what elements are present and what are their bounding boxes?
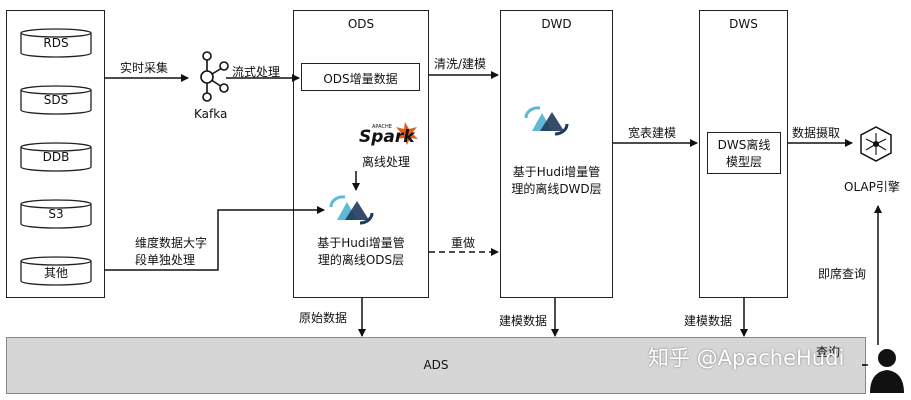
- dwd-hudi-label-1: 基于Hudi增量管: [512, 165, 601, 179]
- source-db: 其他: [20, 256, 92, 286]
- model-dwd-label: 建模数据: [499, 314, 548, 328]
- ods-hudi-label-2: 理的离线ODS层: [317, 253, 405, 267]
- ods-title: ODS: [347, 17, 375, 31]
- dimension-label-2: 段单独处理: [135, 253, 196, 267]
- database-icon: [20, 199, 92, 229]
- dws-box-label-2: 模型层: [725, 155, 762, 169]
- wide-label: 宽表建模: [628, 126, 677, 140]
- ads-layer: ADS: [6, 337, 866, 394]
- source-db: SDS: [20, 85, 92, 115]
- user-icon: [870, 349, 904, 393]
- stream-label: 流式处理: [232, 65, 281, 79]
- database-icon: [20, 256, 92, 286]
- model-dws-label: 建模数据: [684, 314, 733, 328]
- hudi-icon: [329, 195, 374, 225]
- database-icon: [20, 28, 92, 58]
- ods-hudi-label-1: 基于Hudi增量管: [317, 236, 405, 250]
- source-label: DDB: [42, 150, 70, 164]
- ods-incremental-box: [301, 63, 420, 91]
- query-label: 查询: [816, 345, 841, 359]
- dwd-layer: [500, 10, 613, 298]
- hudi-icon: [524, 106, 569, 136]
- ods-incremental-label: ODS增量数据: [323, 72, 398, 86]
- redo-label: 重做: [451, 236, 476, 250]
- ods-layer: [293, 10, 429, 298]
- spark-logo-text: Spark: [359, 127, 415, 147]
- olap-engine-icon: [860, 126, 892, 162]
- source-label: 其他: [43, 266, 68, 280]
- dimension-label-1: 维度数据大字: [135, 236, 208, 250]
- offline-label: 离线处理: [362, 155, 411, 169]
- source-label: RDS: [43, 36, 69, 50]
- spark-tag: APACHE: [372, 124, 392, 130]
- adhoc-label: 即席查询: [818, 267, 867, 281]
- raw-label: 原始数据: [299, 311, 348, 325]
- database-icon: [20, 85, 92, 115]
- clean-label: 清洗/建模: [434, 57, 487, 71]
- dws-title: DWS: [729, 17, 758, 31]
- source-label: SDS: [43, 93, 69, 107]
- kafka-icon: [200, 51, 229, 102]
- kafka-label: Kafka: [194, 107, 228, 121]
- source-db: S3: [20, 199, 92, 229]
- extract-label: 数据摄取: [792, 126, 841, 140]
- dwd-hudi-label-2: 理的离线DWD层: [511, 182, 602, 196]
- spark-icon: [396, 122, 418, 145]
- dws-model-box: [707, 132, 781, 174]
- source-label: S3: [48, 207, 64, 221]
- source-db: DDB: [20, 142, 92, 172]
- database-icon: [20, 142, 92, 172]
- source-db: RDS: [20, 28, 92, 58]
- dwd-title: DWD: [541, 17, 572, 31]
- olap-label: OLAP引擎: [844, 180, 900, 194]
- arrow-dimension: [105, 206, 325, 271]
- watermark: 知乎 @ApacheHudi: [648, 346, 845, 370]
- ads-label: ADS: [423, 358, 449, 372]
- dws-box-label-1: DWS离线: [717, 138, 771, 152]
- realtime-label: 实时采集: [120, 61, 169, 75]
